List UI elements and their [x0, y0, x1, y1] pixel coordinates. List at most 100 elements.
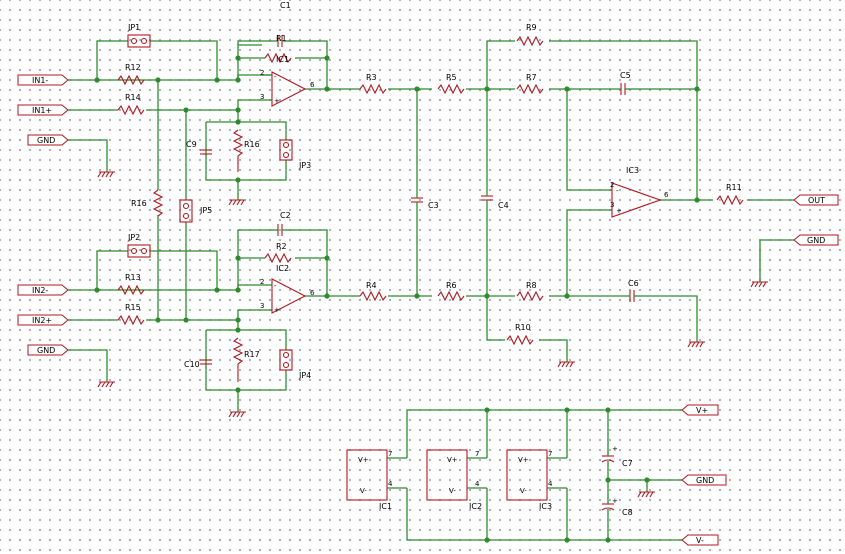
capacitor-c7 — [601, 450, 615, 468]
power-block-ic3 — [506, 449, 548, 501]
port-in1-plus: IN1+ — [32, 106, 52, 115]
label-r8: R8 — [526, 281, 537, 290]
label-r7: R7 — [526, 73, 537, 82]
label-r16b: R16 — [244, 140, 260, 149]
label-r14: R14 — [125, 93, 141, 102]
ic1-minus-sign: - — [274, 73, 277, 81]
pin-ic2-2: 2 — [260, 278, 264, 286]
pin-ic1-6: 6 — [310, 81, 315, 89]
port-out: OUT — [808, 196, 825, 205]
ic3-minus-sign: - — [616, 187, 619, 195]
c7-polarity: + — [612, 445, 618, 453]
ground-icon — [687, 341, 705, 348]
opamp-ic1 — [262, 71, 307, 107]
capacitors — [200, 35, 642, 516]
ground-symbols — [97, 171, 768, 498]
jumper-jp3 — [279, 139, 293, 161]
label-r16a: R16 — [131, 199, 147, 208]
block2-vplus: V+ — [447, 456, 458, 464]
resistor-r2 — [264, 252, 292, 264]
block3-vplus: V+ — [518, 456, 529, 464]
port-gnd-top: GND — [37, 136, 55, 145]
ground-icon — [97, 171, 115, 178]
pin-block1-7: 7 — [388, 450, 392, 458]
ic1-plus-sign: + — [274, 97, 280, 105]
jumper-jp2 — [127, 244, 151, 258]
label-r13: R13 — [125, 273, 141, 282]
pin-block3-4: 4 — [548, 480, 553, 488]
jumper-jp4 — [279, 349, 293, 371]
capacitor-c9 — [200, 149, 212, 155]
resistor-r14 — [117, 104, 145, 116]
ground-icon — [557, 361, 575, 368]
pin-block2-7: 7 — [475, 450, 479, 458]
resistor-r11 — [716, 194, 744, 206]
label-jp3: JP3 — [298, 161, 311, 170]
ground-icon — [228, 411, 246, 418]
label-r10: R10 — [515, 323, 531, 332]
ground-icon — [637, 491, 655, 498]
ground-icon — [97, 381, 115, 388]
pin-ic2-6: 6 — [310, 289, 315, 297]
resistor-r17 — [232, 337, 244, 382]
port-vplus: V+ — [696, 406, 708, 415]
ic2-plus-sign: + — [274, 306, 280, 314]
label-c1: C1 — [280, 1, 291, 10]
label-c6: C6 — [628, 279, 639, 288]
opamp-ic3 — [611, 182, 662, 218]
label-c2: C2 — [280, 211, 291, 220]
label-c7: C7 — [622, 459, 633, 468]
wires — [68, 40, 800, 541]
port-vminus: V- — [696, 536, 704, 545]
resistor-r13 — [117, 284, 145, 296]
pin-block1-4: 4 — [388, 480, 393, 488]
label-c3: C3 — [428, 201, 439, 210]
resistors — [117, 35, 744, 382]
label-ic1: IC1 — [276, 55, 289, 64]
label-jp1: JP1 — [127, 23, 140, 32]
junctions — [94, 55, 700, 543]
port-in2-minus: IN2- — [32, 286, 48, 295]
capacitor-c5 — [615, 83, 638, 95]
resistor-r16-shunt — [232, 129, 244, 172]
pin-ic2-3: 3 — [260, 302, 264, 310]
label-ic3b: IC3 — [539, 502, 552, 511]
pin-ic1-2: 2 — [260, 69, 264, 77]
power-block-ic2 — [426, 449, 468, 501]
resistor-r16-vertical — [152, 189, 164, 217]
c8-polarity: + — [612, 497, 618, 505]
pin-labels: 2 3 6 2 3 6 2 3 6 7 4 7 4 7 4 V+ V- V+ V… — [260, 69, 669, 505]
port-in1-minus: IN1- — [32, 76, 48, 85]
resistor-r5 — [437, 83, 465, 95]
ic3-plus-sign: + — [616, 207, 622, 215]
port-shapes — [17, 74, 839, 546]
resistor-r3 — [359, 83, 387, 95]
jumper-jp1 — [127, 34, 151, 48]
ground-icon — [228, 199, 246, 206]
opamp-power-blocks — [346, 449, 548, 501]
label-r9: R9 — [526, 23, 537, 32]
pin-ic3-2: 2 — [610, 181, 614, 189]
label-c4: C4 — [498, 201, 509, 210]
label-jp4: JP4 — [298, 371, 311, 380]
capacitor-c10 — [200, 359, 212, 365]
power-block-ic1 — [346, 449, 388, 501]
port-in2-plus: IN2+ — [32, 316, 52, 325]
block3-vminus: V- — [520, 487, 527, 495]
resistor-r10 — [506, 334, 534, 346]
label-r6: R6 — [446, 281, 457, 290]
ic2-minus-sign: - — [274, 282, 277, 290]
component-labels: JP1 JP2 JP3 JP4 JP5 R12 R14 R13 R15 R16 … — [125, 1, 742, 517]
label-r11: R11 — [726, 183, 742, 192]
label-r1: R1 — [276, 34, 287, 43]
label-ic3: IC3 — [626, 166, 639, 175]
opamps — [262, 71, 662, 314]
resistor-r9 — [516, 35, 544, 47]
capacitor-c6 — [622, 290, 642, 302]
block2-vminus: V- — [449, 487, 456, 495]
port-labels: IN1- IN1+ GND IN2- IN2+ GND OUT GND V+ G… — [32, 76, 825, 545]
label-c8: C8 — [622, 508, 633, 517]
pin-ic1-3: 3 — [260, 93, 264, 101]
